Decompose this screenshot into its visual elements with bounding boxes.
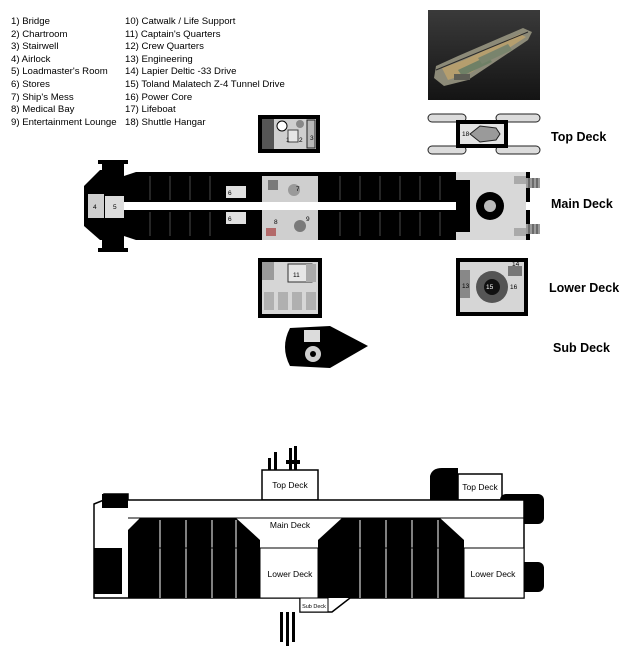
- profile-sub-deck-label: Sub Deck: [302, 604, 326, 610]
- room-6a-label: 6: [228, 190, 232, 197]
- sub-deck-title: Sub Deck: [553, 341, 610, 355]
- ship-render-image: [428, 10, 540, 100]
- room-3-label: 3: [310, 135, 314, 142]
- legend-item: 14) Lapier Deltic -33 Drive: [125, 66, 237, 78]
- bridge-module: [258, 115, 320, 153]
- room-8-label: 8: [274, 219, 278, 226]
- legend-item: 11) Captain's Quarters: [125, 28, 221, 40]
- legend-item: 6) Stores: [11, 78, 50, 90]
- legend-item: 7) Ship's Mess: [11, 91, 74, 103]
- room-2-label: 2: [299, 137, 303, 144]
- room-9-label: 9: [306, 216, 310, 223]
- main-deck-plan: [84, 160, 540, 252]
- crew-quarters-module: [258, 258, 322, 318]
- room-16-label: 16: [510, 284, 518, 291]
- room-10-label: 10: [459, 204, 467, 211]
- profile-lower-deck-label: Lower Deck: [268, 569, 314, 579]
- room-6b-label: 6: [228, 216, 232, 223]
- ship-side-profile: Top Deck Top Deck Main Deck Lower Deck L…: [93, 446, 544, 646]
- room-1-label: 1: [286, 137, 290, 144]
- room-14-label: 14: [512, 261, 520, 268]
- legend-item: 9) Entertainment Lounge: [11, 116, 117, 128]
- legend-item: 3) Stairwell: [11, 41, 59, 53]
- room-7-label: 7: [296, 186, 300, 193]
- legend-item: 4) Airlock: [11, 53, 51, 65]
- room-5-label: 5: [113, 204, 117, 211]
- profile-top-deck-rear-label: Top Deck: [462, 482, 498, 492]
- legend-item: 2) Chartroom: [11, 28, 68, 40]
- shuttle-hangar-module: [427, 113, 541, 155]
- room-4-label: 4: [93, 204, 97, 211]
- room-15-label: 15: [486, 284, 494, 291]
- lower-deck-title: Lower Deck: [549, 281, 620, 295]
- room-13-label: 13: [462, 283, 470, 290]
- legend-item: 8) Medical Bay: [11, 104, 75, 116]
- legend-item: 18) Shuttle Hangar: [125, 116, 206, 128]
- profile-top-deck-label: Top Deck: [272, 480, 308, 490]
- legend-item: 17) Lifeboat: [125, 104, 176, 116]
- top-deck-title: Top Deck: [551, 130, 607, 144]
- room-11-label: 11: [293, 272, 300, 279]
- legend-item: 13) Engineering: [125, 53, 193, 65]
- legend-item: 1) Bridge: [11, 16, 50, 27]
- legend-item: 15) Toland Malatech Z-4 Tunnel Drive: [125, 78, 285, 90]
- legend-item: 10) Catwalk / Life Support: [125, 16, 236, 27]
- engineering-module: [456, 258, 528, 316]
- main-deck-title: Main Deck: [551, 197, 613, 211]
- deck-plans: 1 2 3 4 5 6 6 7 8 9 10 11 13 14 15 16 18: [84, 113, 541, 368]
- profile-main-deck-label: Main Deck: [270, 520, 311, 530]
- legend-item: 12) Crew Quarters: [125, 41, 204, 53]
- room-legend-col1: 1) Bridge 2) Chartroom 3) Stairwell 4) A…: [11, 16, 117, 129]
- lifeboat-module: [285, 326, 368, 368]
- profile-lower-deck-rear-label: Lower Deck: [471, 569, 517, 579]
- legend-item: 16) Power Core: [125, 91, 193, 103]
- room-legend-col2: 10) Catwalk / Life Support 11) Captain's…: [125, 16, 285, 129]
- room-18-label: 18: [462, 131, 470, 138]
- legend-item: 5) Loadmaster's Room: [11, 66, 108, 78]
